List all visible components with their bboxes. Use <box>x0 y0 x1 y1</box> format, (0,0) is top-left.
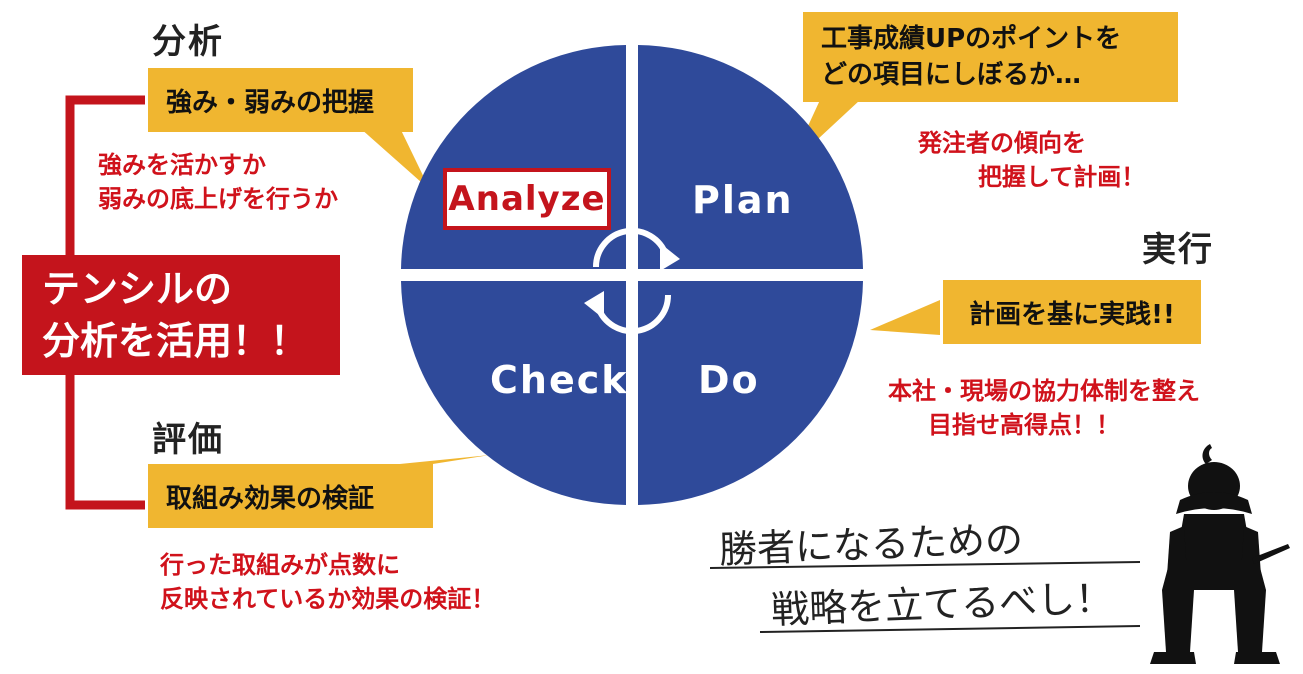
cycle-arrows-icon <box>592 227 672 335</box>
tensil-line2: 分析を活用！！ <box>42 319 309 363</box>
plan-callout-line2: どの項目にしぼるか… <box>821 60 1082 90</box>
samurai-silhouette-icon <box>1150 444 1290 664</box>
do-note-line1: 本社・現場の協力体制を整え <box>888 377 1200 405</box>
quadrant-plan <box>638 45 863 269</box>
cycle-circle <box>401 45 863 505</box>
check-callout: 取組み効果の検証 <box>148 464 433 528</box>
plan-note-line2: 把握して計画！ <box>978 163 1146 191</box>
plan-label: Plan <box>692 178 794 222</box>
quadrant-do <box>638 281 863 505</box>
check-label: Check <box>490 358 629 402</box>
analyze-label-box: Analyze <box>443 168 611 230</box>
tensil-box: テンシルの 分析を活用！！ <box>22 255 340 375</box>
do-note-line2: 目指せ高得点！！ <box>928 411 1120 439</box>
check-note: 行った取組みが点数に 反映されているか効果の検証！ <box>160 548 495 616</box>
plan-callout: 工事成績UPのポイントを どの項目にしぼるか… <box>803 12 1178 102</box>
do-note: 本社・現場の協力体制を整え 目指せ高得点！！ <box>888 374 1200 442</box>
do-heading: 実行 <box>1142 230 1214 270</box>
do-label: Do <box>698 358 760 402</box>
plan-note: 発注者の傾向を 把握して計画！ <box>918 126 1145 194</box>
check-note-line2: 反映されているか効果の検証！ <box>160 585 496 613</box>
plan-note-line1: 発注者の傾向を <box>918 129 1086 157</box>
analyze-note-line1: 強みを活かすか <box>98 151 266 179</box>
analyze-note-line2: 弱みの底上げを行うか <box>98 185 338 213</box>
analyze-heading: 分析 <box>152 22 224 62</box>
tensil-line1: テンシルの <box>42 267 233 311</box>
quadrant-check <box>401 281 626 505</box>
analyze-note: 強みを活かすか 弱みの底上げを行うか <box>98 148 338 216</box>
do-callout: 計画を基に実践!! <box>943 280 1201 344</box>
analyze-label: Analyze <box>448 179 606 219</box>
check-note-line1: 行った取組みが点数に <box>160 551 400 579</box>
check-heading: 評価 <box>152 420 224 460</box>
plan-callout-line1: 工事成績UPのポイントを <box>821 24 1122 54</box>
slogan-underlines <box>709 561 1141 633</box>
quadrant-analyze <box>401 45 626 269</box>
slogan: 勝者になるための 戦略を立てるべし！ <box>718 505 1114 643</box>
analyze-callout: 強み・弱みの把握 <box>148 68 413 132</box>
